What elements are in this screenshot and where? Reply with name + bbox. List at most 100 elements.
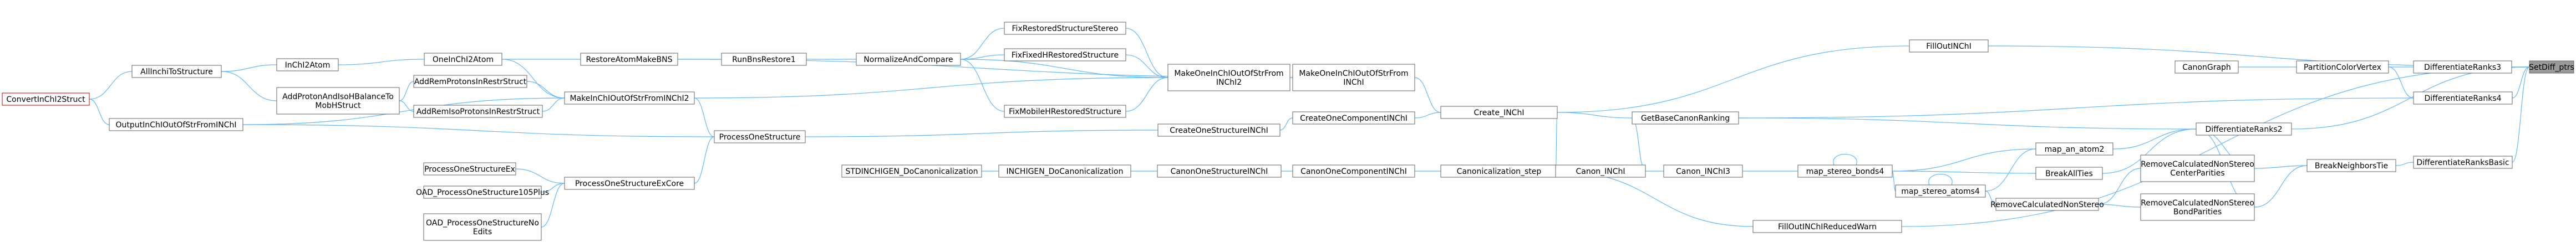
node-box <box>1995 198 2099 211</box>
graph-node-addremisoprotonsinrestrstruct[interactable]: AddRemIsoProtonsInRestrStruct <box>413 105 543 118</box>
call-edge-n26-n24 <box>541 183 565 228</box>
node-label: RemoveCalculatedNonStereo <box>2141 199 2254 208</box>
graph-node-filloutinchi[interactable]: FillOutINChI <box>1909 39 1989 53</box>
node-box <box>1440 106 1558 119</box>
node-box <box>1895 184 1986 198</box>
node-label: CreateOneStructureINChI <box>1170 126 1268 135</box>
node-box <box>2413 60 2512 74</box>
call-edge-n17-n1 <box>89 99 110 125</box>
graph-node-differentiateranksbasic[interactable]: DifferentiateRanksBasic <box>2413 156 2513 169</box>
graph-node-canononestructureinchi[interactable]: CanonOneStructureINChI <box>1157 164 1282 178</box>
node-label: INChI <box>1343 78 1364 87</box>
call-edge-n11-n8 <box>1125 28 1168 78</box>
node-label: AddProtonAndIsoHBalanceTo <box>282 92 394 101</box>
call-edge-n22-n21 <box>1557 45 1910 113</box>
node-box <box>1292 164 1415 178</box>
node-box <box>276 87 400 115</box>
graph-node-createonestructureinchi[interactable]: CreateOneStructureINChI <box>1157 123 1281 137</box>
call-edge-n25-n24 <box>541 183 565 193</box>
graph-node-canon-inchi[interactable]: Canon_INChI <box>1555 164 1646 178</box>
node-label: map_stereo_bonds4 <box>1806 167 1884 176</box>
node-label: BreakAllTies <box>2045 169 2093 178</box>
graph-node-makeinchioutofstrfrominchi2[interactable]: MakeInChIOutOfStrFromINChI2 <box>564 91 695 105</box>
call-edge-n18-n16 <box>694 97 715 137</box>
graph-node-fixrestoredstructurestereo[interactable]: FixRestoredStructureStereo <box>1004 22 1126 35</box>
node-box <box>2196 122 2292 136</box>
graph-node-differentiateranks3[interactable]: DifferentiateRanks3 <box>2413 60 2512 74</box>
graph-node-oad-processonestructure105plus[interactable]: OAD_ProcessOneStructure105Plus <box>416 186 549 199</box>
graph-node-allinchitostructure[interactable]: AllInchiToStructure <box>131 65 222 78</box>
graph-node-canongraph[interactable]: CanonGraph <box>2174 60 2239 74</box>
node-label: DifferentiateRanks3 <box>2424 63 2501 72</box>
call-edge-n46-n42 <box>2254 165 2308 208</box>
graph-node-removecalculatednonstereo[interactable]: RemoveCalculatedNonStereo <box>1990 198 2104 211</box>
node-label: CenterParities <box>2170 169 2224 178</box>
node-label: INChI2 <box>1216 78 1242 87</box>
graph-node-convertinchi2struct[interactable]: ConvertInChI2Struct <box>2 92 90 106</box>
node-label: ProcessOneStructure <box>719 133 801 142</box>
call-edge-n10-n7 <box>960 59 1005 112</box>
node-label: ProcessOneStructureEx <box>424 165 515 174</box>
graph-node-create-inchi[interactable]: Create_INChI <box>1440 106 1558 119</box>
node-label: DifferentiateRanks4 <box>2424 94 2501 103</box>
node-label: RunBnsRestore1 <box>732 55 796 64</box>
node-box <box>1752 220 1902 233</box>
graph-node-canon-inchi3[interactable]: Canon_INChI3 <box>1663 164 1743 178</box>
graph-node-oneinchi2atom[interactable]: OneInChI2Atom <box>424 53 502 66</box>
node-box <box>2140 193 2255 221</box>
graph-node-canonicalization-step[interactable]: Canonicalization_step <box>1440 164 1558 178</box>
node-box <box>714 130 806 143</box>
node-box <box>423 162 516 176</box>
graph-node-map-stereo-atoms4[interactable]: map_stereo_atoms4 <box>1895 184 1986 198</box>
graph-node-differentiateranks2[interactable]: DifferentiateRanks2 <box>2196 122 2292 136</box>
graph-node-partitioncolorvertex[interactable]: PartitionColorVertex <box>2296 60 2389 74</box>
node-box <box>423 186 542 199</box>
call-edge-n38-n37 <box>1985 148 2036 192</box>
graph-node-map-an-atom2[interactable]: map_an_atom2 <box>2035 142 2113 156</box>
graph-node-inchi2atom[interactable]: InChI2Atom <box>276 58 339 71</box>
node-box <box>1004 22 1126 35</box>
graph-node-getbasecanonranking[interactable]: GetBaseCanonRanking <box>1632 111 1739 125</box>
node-box <box>2140 155 2255 182</box>
node-box <box>856 53 961 66</box>
graph-node-breakallties[interactable]: BreakAllTies <box>2035 167 2103 180</box>
graph-node-canononecomponentinchi[interactable]: CanonOneComponentINChI <box>1292 164 1415 178</box>
node-label: CanonOneComponentINChI <box>1300 167 1407 176</box>
node-label: AddRemIsoProtonsInRestrStruct <box>416 107 540 116</box>
node-label: MakeOneInChIOutOfStrFrom <box>1299 69 1408 78</box>
graph-node-addremprotonsinrestrstruct[interactable]: AddRemProtonsInRestrStruct <box>413 75 527 88</box>
node-box <box>2035 142 2113 156</box>
node-box <box>1004 105 1126 118</box>
node-label: AllInchiToStructure <box>140 68 213 76</box>
graph-node-processonestructure[interactable]: ProcessOneStructure <box>714 130 806 143</box>
graph-node-stdinchigen-docanonicalization[interactable]: STDINCHIGEN_DoCanonicalization <box>841 164 982 178</box>
graph-node-createonecomponentinchi[interactable]: CreateOneComponentINChI <box>1292 111 1415 125</box>
graph-node-fixfixedhrestoredstructure[interactable]: FixFixedHRestoredStructure <box>1004 48 1126 61</box>
call-edge-n18-n17 <box>242 124 715 137</box>
call-edge-n14-n13 <box>399 81 414 101</box>
graph-node-map-stereo-bonds4[interactable]: map_stereo_bonds4 <box>1797 164 1893 178</box>
graph-node-normalizeandcompare[interactable]: NormalizeAndCompare <box>856 53 961 66</box>
graph-node-breakneighborstie[interactable]: BreakNeighborsTie <box>2306 159 2396 172</box>
node-label: ConvertInChI2Struct <box>6 95 85 104</box>
graph-node-setdiff-ptrs[interactable]: SetDiff_ptrs <box>2529 60 2574 74</box>
graph-node-outputinchioutofstrfrominchi[interactable]: OutputInChIOutOfStrFromINChI <box>109 118 243 131</box>
call-edge-n40-n37 <box>1985 190 1996 205</box>
graph-node-differentiateranks4[interactable]: DifferentiateRanks4 <box>2413 91 2513 105</box>
graph-node-processonestructureex[interactable]: ProcessOneStructureEx <box>423 162 516 176</box>
graph-node-fixmobilehrestoredstructure[interactable]: FixMobileHRestoredStructure <box>1004 105 1126 118</box>
graph-node-processonestructureexcore[interactable]: ProcessOneStructureExCore <box>564 177 695 190</box>
node-label: Canon_INChI <box>1576 167 1625 176</box>
graph-node-filloutinchireducedwarn[interactable]: FillOutINChIReducedWarn <box>1752 220 1902 233</box>
node-label: Create_INChI <box>1474 109 1525 117</box>
graph-node-restoreatommakebns[interactable]: RestoreAtomMakeBNS <box>580 53 678 66</box>
graph-node-inchigen-docanonicalization[interactable]: INCHIGEN_DoCanonicalization <box>998 164 1131 178</box>
graph-node-runbnsrestore1[interactable]: RunBnsRestore1 <box>721 53 807 66</box>
node-label: AddRemProtonsInRestrStruct <box>414 78 527 86</box>
